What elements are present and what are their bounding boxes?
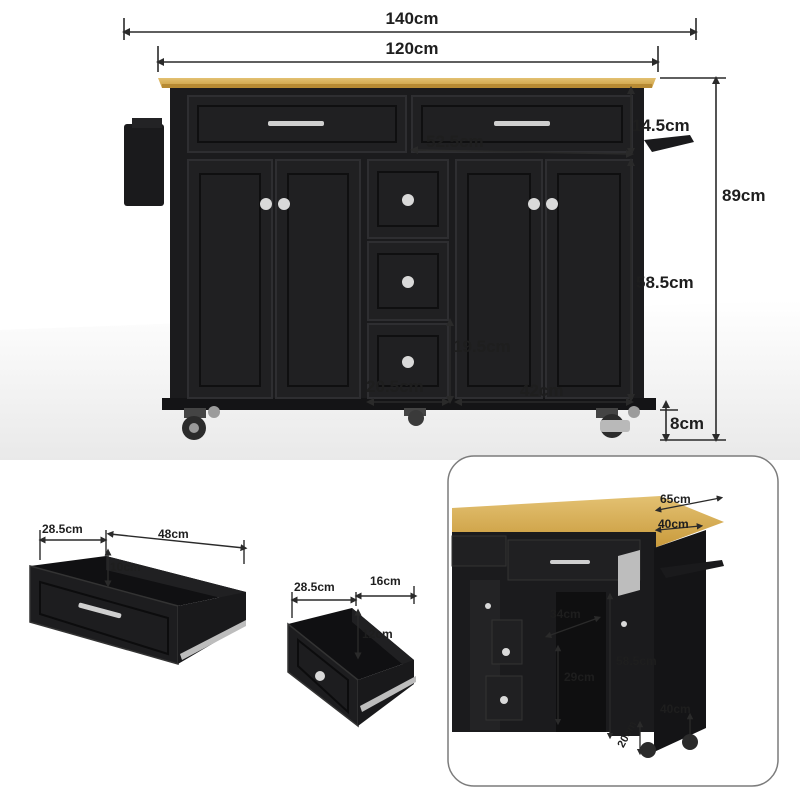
drawer-handle-icon bbox=[78, 602, 122, 619]
dim-small-drawer-height: 19.5cm bbox=[453, 337, 511, 356]
knob-icon bbox=[278, 198, 290, 210]
dim-total-height: 89cm bbox=[722, 186, 765, 205]
dim-small-drawer-width: 20.5cm bbox=[366, 377, 424, 396]
dim-inset-shelf-spacing: 29cm bbox=[564, 670, 595, 684]
main-dimension-labels: 140cm 120cm 14.5cm 52.5cm 89cm 58.5cm 19… bbox=[366, 9, 765, 433]
small-drawer-dimensions bbox=[290, 586, 418, 660]
dim-width-top: 120cm bbox=[386, 39, 439, 58]
dim-inset-depth-overall: 65cm bbox=[660, 492, 691, 506]
dim-top-drawer-width: 52.5cm bbox=[426, 132, 484, 151]
dim-cabinet-height: 58.5cm bbox=[636, 273, 694, 292]
drawer-handle-icon bbox=[494, 121, 550, 126]
dim-top-drawer-height: 14.5cm bbox=[632, 116, 690, 135]
dim-width-overall: 140cm bbox=[386, 9, 439, 28]
drawer-handle-icon bbox=[268, 121, 324, 126]
caster-wheels bbox=[182, 406, 640, 440]
dim-inset-cabinet-height: 58.5cm bbox=[616, 654, 657, 668]
inset-dimensions bbox=[544, 495, 724, 756]
dim-caster-height: 8cm bbox=[670, 414, 704, 433]
dim-inset-shelf-depth: 34cm bbox=[550, 607, 581, 621]
left-cabinet-doors bbox=[187, 159, 361, 399]
side-hook-icon bbox=[644, 135, 694, 152]
dim-large-drawer-depth: 28.5cm bbox=[42, 522, 83, 536]
dim-inset-depth-cabinet: 40cm bbox=[658, 517, 689, 531]
knob-icon bbox=[260, 198, 272, 210]
knob-icon bbox=[402, 194, 414, 206]
towel-rack-icon bbox=[124, 124, 164, 206]
dim-large-drawer-height: 10cm bbox=[110, 560, 141, 574]
knob-icon bbox=[402, 276, 414, 288]
small-drawer-view bbox=[287, 608, 416, 728]
dim-inset-lower-depth: 40cm bbox=[660, 702, 691, 716]
main-cabinet-view bbox=[0, 78, 800, 460]
large-drawer-dimensions bbox=[38, 530, 248, 588]
large-drawer-view bbox=[29, 556, 246, 665]
dim-small-drawer-depth: 28.5cm bbox=[294, 580, 335, 594]
dim-small-drawer-height: 12cm bbox=[362, 627, 393, 641]
knob-icon bbox=[402, 356, 414, 368]
drawer-handle-icon bbox=[550, 560, 590, 564]
main-dimensions bbox=[122, 18, 726, 442]
knob-icon bbox=[528, 198, 540, 210]
side-hook-icon bbox=[660, 560, 724, 578]
knob-icon bbox=[546, 198, 558, 210]
center-drawer-stack bbox=[367, 159, 449, 399]
dim-small-drawer-width: 16cm bbox=[370, 574, 401, 588]
knob-icon bbox=[315, 671, 325, 681]
dim-cabinet-width: 42cm bbox=[520, 381, 563, 400]
right-cabinet-doors bbox=[455, 159, 633, 399]
inset-open-view: 65cm 40cm 34cm 58.5cm 29cm 20cm 40cm bbox=[447, 455, 779, 787]
dim-large-drawer-width: 48cm bbox=[158, 527, 189, 541]
